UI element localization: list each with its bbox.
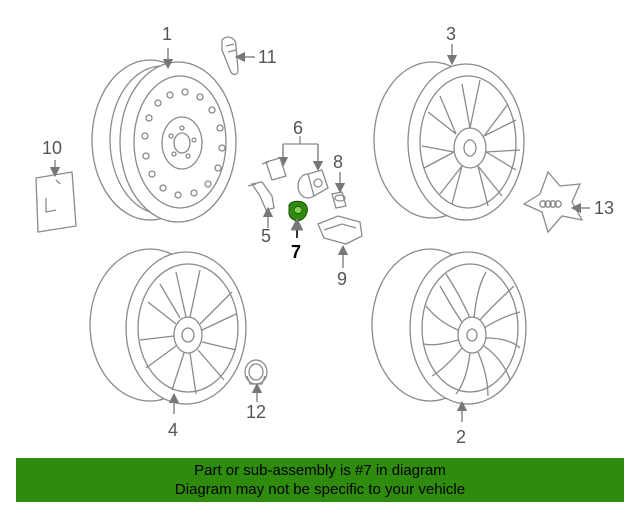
wheel-lock-key-part-6[interactable] (297, 169, 329, 199)
banner-line-part-number: Part or sub-assembly is #7 in diagram (194, 462, 446, 479)
callout-8: 8 (333, 152, 343, 172)
callout-2: 2 (456, 427, 466, 447)
callout-4: 4 (168, 420, 178, 440)
info-banner: Part or sub-assembly is #7 in diagram Di… (16, 458, 624, 502)
alloy-wheel-part-4[interactable] (89, 248, 247, 405)
callout-5: 5 (261, 226, 271, 246)
callout-13: 13 (594, 198, 614, 218)
valve-stem-part-11[interactable] (221, 36, 239, 76)
callout-10: 10 (42, 138, 62, 158)
banner-line-disclaimer: Diagram may not be specific to your vehi… (174, 481, 466, 498)
center-cap-part-12[interactable] (244, 359, 268, 385)
center-cap-part-13[interactable] (522, 170, 584, 234)
steel-wheel-part-1[interactable] (91, 59, 237, 223)
alloy-wheel-part-3[interactable] (373, 61, 525, 221)
callout-1: 1 (162, 24, 172, 44)
callout-11: 11 (258, 47, 277, 67)
wheel-lock-bolt-part-6[interactable] (261, 157, 287, 181)
callout-3: 3 (446, 24, 456, 44)
valve-cap-part-8[interactable] (331, 191, 347, 209)
callout-6: 6 (293, 118, 303, 138)
highlighted-part-7[interactable] (288, 200, 308, 222)
tire-label-part-10[interactable] (35, 171, 77, 233)
callout-12: 12 (246, 402, 266, 422)
alloy-wheel-part-2[interactable] (371, 248, 527, 405)
callout-9: 9 (337, 269, 347, 289)
callout-7: 7 (291, 242, 301, 262)
lug-bolt-part-5[interactable] (247, 181, 275, 211)
tpms-sensor-part-9[interactable] (317, 215, 363, 245)
